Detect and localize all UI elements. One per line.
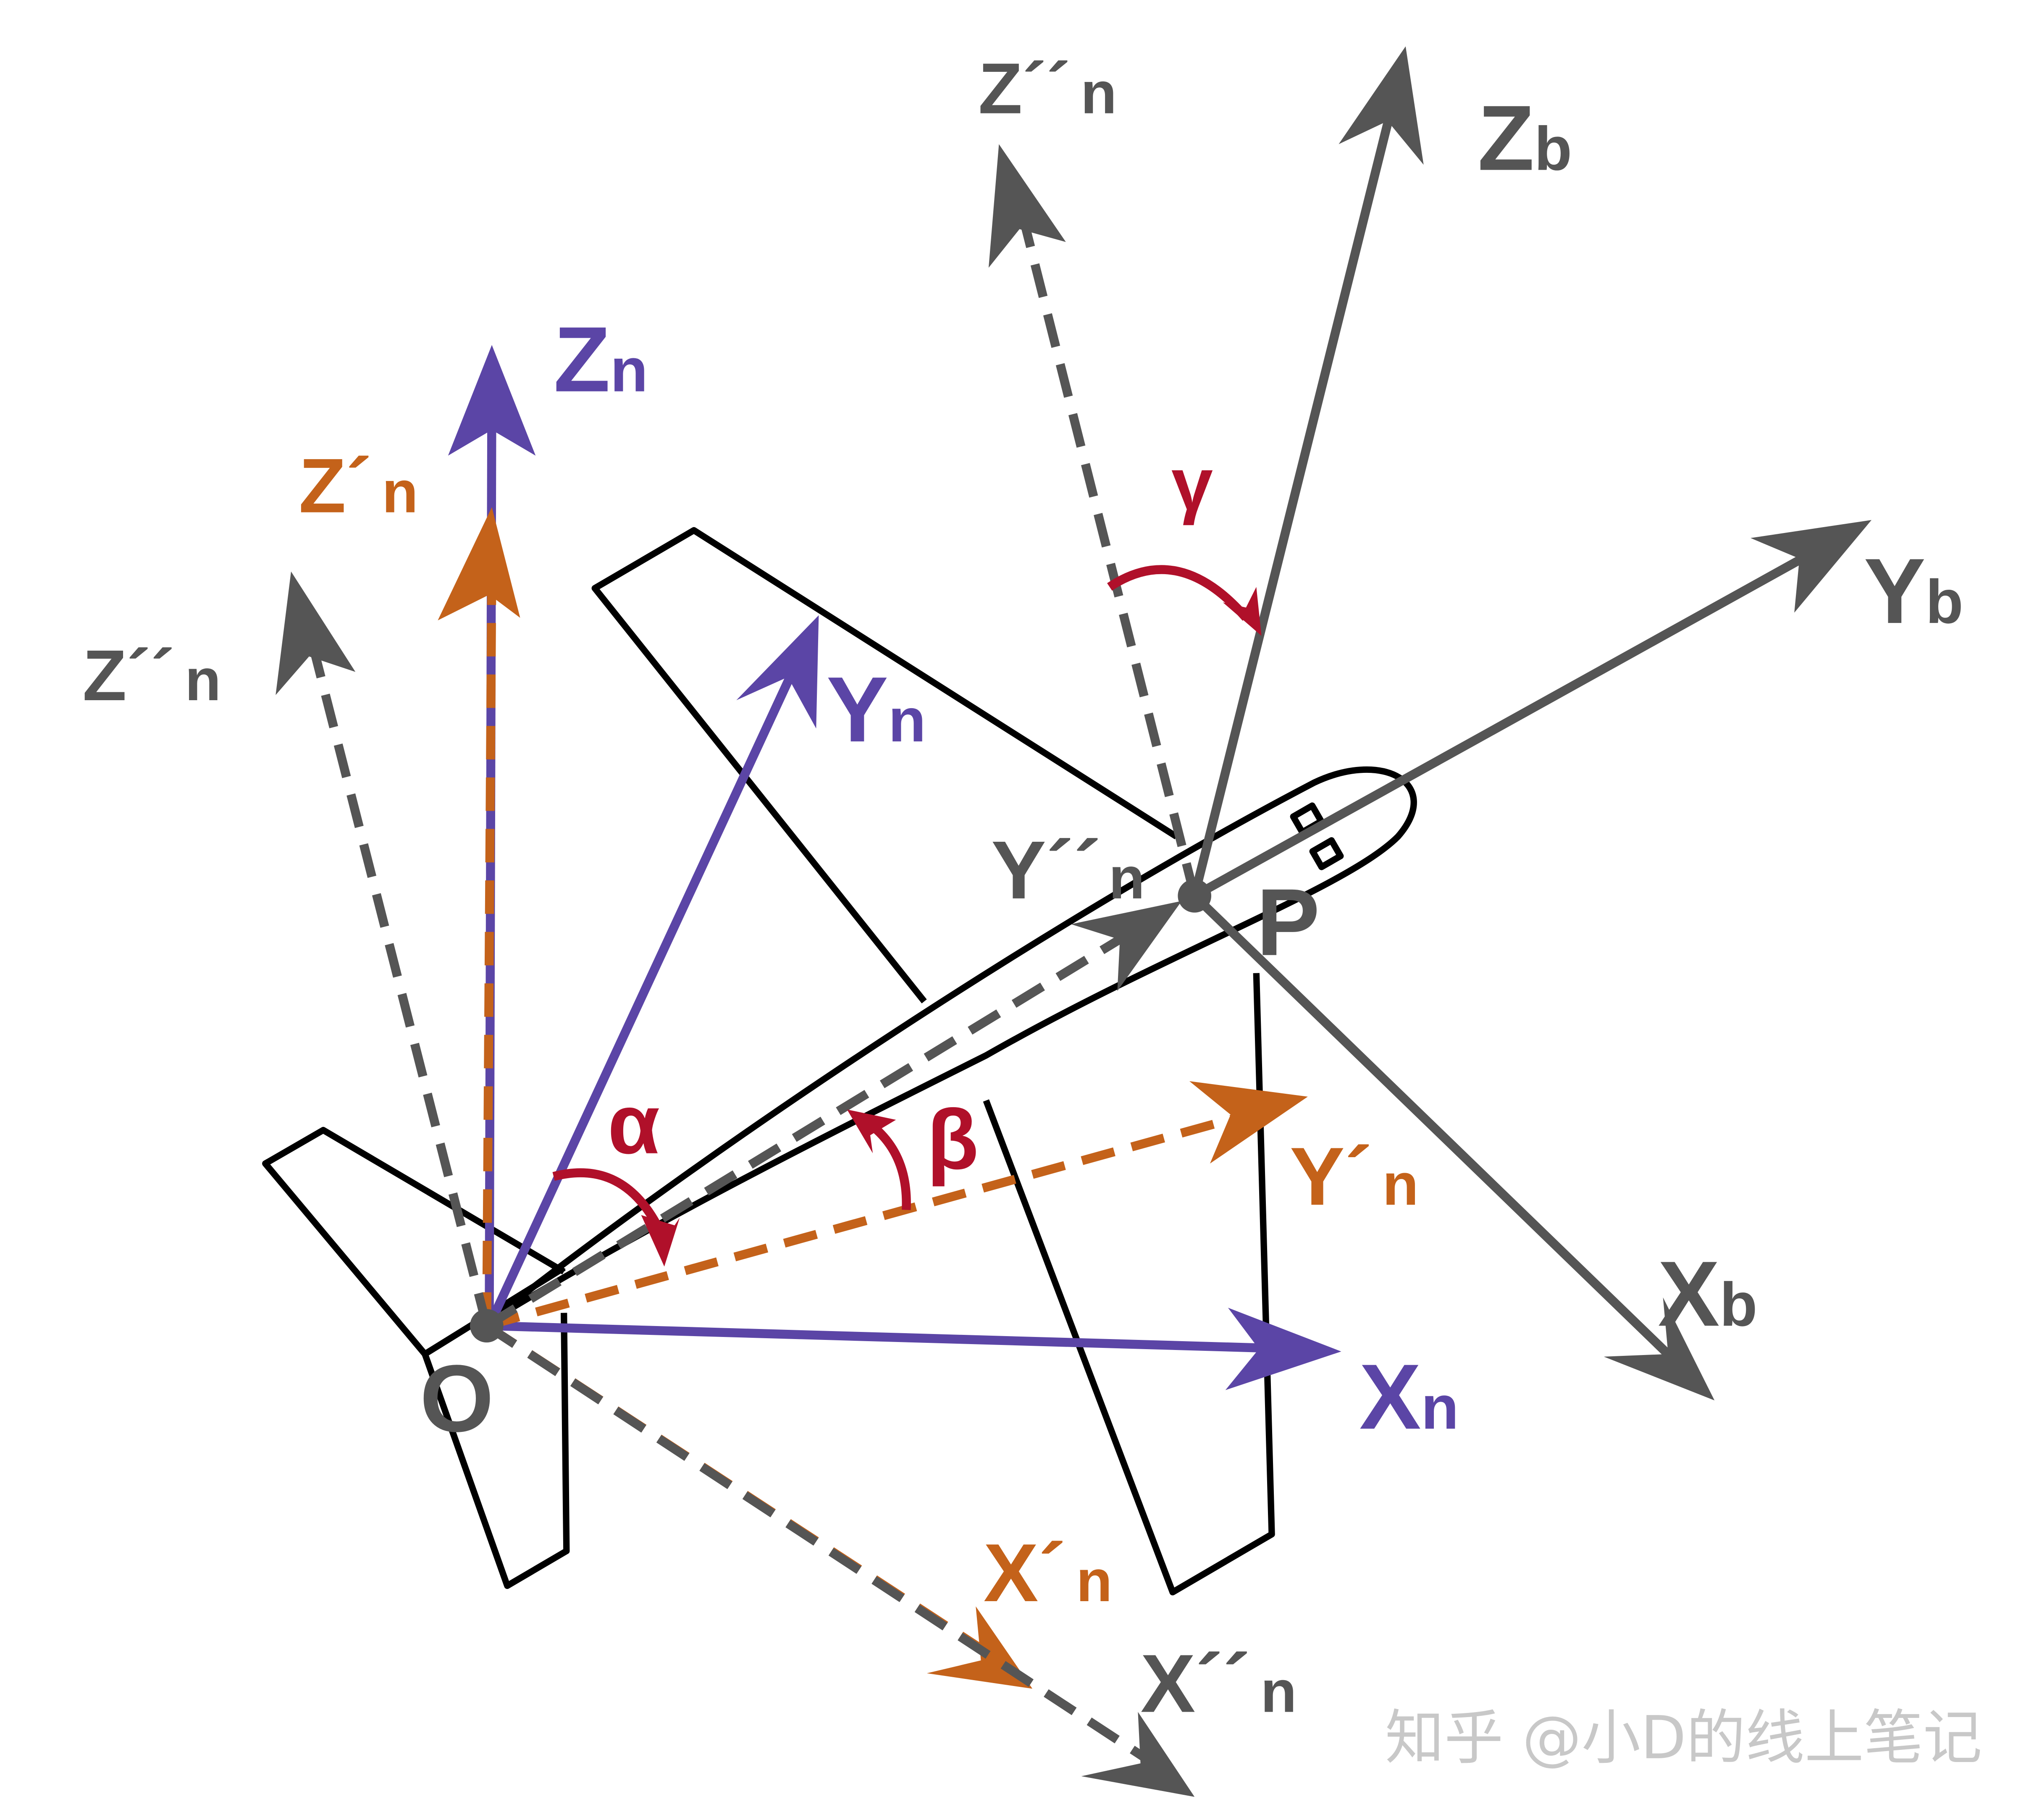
label-zb: Zb <box>1478 86 1572 189</box>
axis-yb <box>1192 541 1827 900</box>
gamma-arc <box>1107 565 1249 621</box>
frame-n-double-prime-heads <box>276 144 1195 1797</box>
arrowhead-yppn <box>1071 901 1182 991</box>
axis-yn <box>485 652 805 1328</box>
lower-tail <box>422 1313 570 1589</box>
arrowhead-ypn <box>1189 1081 1308 1164</box>
axis-zb <box>1190 102 1397 897</box>
gamma-arrowhead <box>1223 587 1262 636</box>
label-ypn: Y´n <box>1290 1130 1419 1222</box>
angle-arc-heads <box>641 587 1262 1267</box>
arrowhead-zn <box>448 345 536 456</box>
arrowhead-xppn <box>1081 1712 1195 1797</box>
label-zppn-top: Z´´n <box>978 49 1117 129</box>
axis-yppn <box>484 923 1143 1330</box>
label-yb: Yb <box>1864 539 1963 643</box>
axis-zppn-top <box>1012 192 1199 897</box>
label-zpn: Z´n <box>299 443 418 529</box>
axis-zppn-left <box>304 629 491 1327</box>
arrowhead-xb <box>1604 1297 1715 1401</box>
label-zn: Zn <box>554 307 648 411</box>
axis-xb <box>1191 893 1679 1365</box>
label-yppn: Y´´n <box>991 824 1145 916</box>
fuselage <box>483 766 1417 1326</box>
alpha-arrowhead <box>641 1215 680 1267</box>
origin-point <box>470 1309 504 1343</box>
label-xpn: X´n <box>984 1526 1113 1619</box>
point-p <box>1178 879 1212 913</box>
arrowhead-zb <box>1339 46 1424 165</box>
frame-b <box>1190 46 1872 1401</box>
label-zppn-left: Z´´n <box>83 636 221 716</box>
label-beta: β <box>927 1092 979 1187</box>
lower-wing <box>983 973 1275 1596</box>
beta-arc <box>865 1119 911 1210</box>
angle-labels: α β γ <box>608 442 1213 1187</box>
axis-labels: Zn Z´n Z´´n Z´´n Zb Yn Y´´n Yb Y´n Xn Xb… <box>83 49 1963 1730</box>
watermark-text: 知乎 @小D的线上笔记 <box>1385 1704 1982 1773</box>
axis-xn <box>489 1321 1295 1354</box>
arrowhead-yn <box>736 615 819 729</box>
label-alpha: α <box>608 1077 660 1171</box>
frame-n-double-prime <box>304 192 1199 1767</box>
label-xn: Xn <box>1359 1345 1459 1448</box>
cockpit-window <box>1309 837 1344 870</box>
label-xb: Xb <box>1658 1242 1757 1345</box>
arrowhead-yb <box>1751 520 1872 613</box>
frame-n-prime <box>482 566 1268 1664</box>
arrowhead-zpn <box>438 507 520 621</box>
arrowhead-zppn-top <box>988 144 1066 268</box>
label-yn: Yn <box>827 657 926 761</box>
label-xppn: X´´n <box>1141 1637 1297 1730</box>
label-point-p: P <box>1256 869 1320 976</box>
label-gamma: γ <box>1171 442 1213 525</box>
arrowhead-zppn-left <box>276 571 356 695</box>
label-origin: O <box>420 1346 493 1452</box>
arrowhead-xn <box>1225 1308 1341 1390</box>
beta-arrowhead <box>847 1109 896 1153</box>
axis-zpn <box>482 566 496 1326</box>
axis-ypn <box>485 1105 1268 1330</box>
axis-xppn <box>484 1322 1156 1767</box>
alpha-arc <box>552 1168 663 1232</box>
upper-wing <box>591 527 1178 1003</box>
